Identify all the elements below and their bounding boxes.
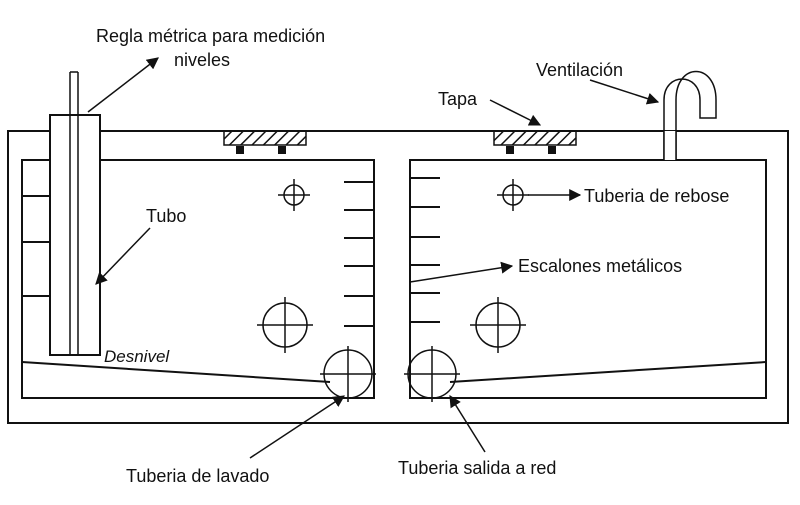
ventilation-pipe: [663, 70, 717, 161]
left-chamber: [21, 159, 375, 399]
arrow-lavado: [249, 395, 346, 459]
level-ruler: [49, 71, 101, 356]
arrow-tubo: [95, 227, 151, 285]
right-floor-slope: [449, 361, 767, 383]
label-regla-2: niveles: [174, 50, 230, 70]
label-escalones: Escalones metálicos: [518, 256, 682, 276]
label-rebose: Tuberia de rebose: [584, 186, 729, 206]
right-chamber: [409, 159, 767, 399]
inlet-pipe-right: [470, 297, 526, 353]
arrow-regla: [87, 57, 159, 113]
outlet-pipe: [404, 346, 460, 402]
steps-left: [344, 181, 374, 327]
cover-left: [223, 130, 307, 154]
label-tapa: Tapa: [438, 89, 478, 109]
overflow-pipe-left: [278, 179, 310, 211]
left-floor-slope: [21, 361, 331, 383]
label-regla-1: Regla métrica para medición: [96, 26, 325, 46]
label-tubo: Tubo: [146, 206, 186, 226]
label-lavado: Tuberia de lavado: [126, 466, 269, 486]
outer-tank: [7, 130, 789, 424]
steps-right: [410, 177, 440, 323]
cover-right: [493, 130, 577, 154]
inlet-pipe-left: [257, 297, 313, 353]
label-salida: Tuberia salida a red: [398, 458, 556, 478]
arrow-salida: [449, 394, 486, 453]
overflow-pipe-right: [497, 179, 529, 211]
label-desnivel: Desnivel: [104, 347, 170, 366]
arrow-ventilacion: [589, 79, 660, 105]
left-wall-marks: [22, 195, 50, 297]
label-ventilacion: Ventilación: [536, 60, 623, 80]
arrow-tapa: [489, 99, 542, 126]
arrow-escalones: [409, 261, 514, 283]
wash-pipe: [320, 346, 376, 402]
